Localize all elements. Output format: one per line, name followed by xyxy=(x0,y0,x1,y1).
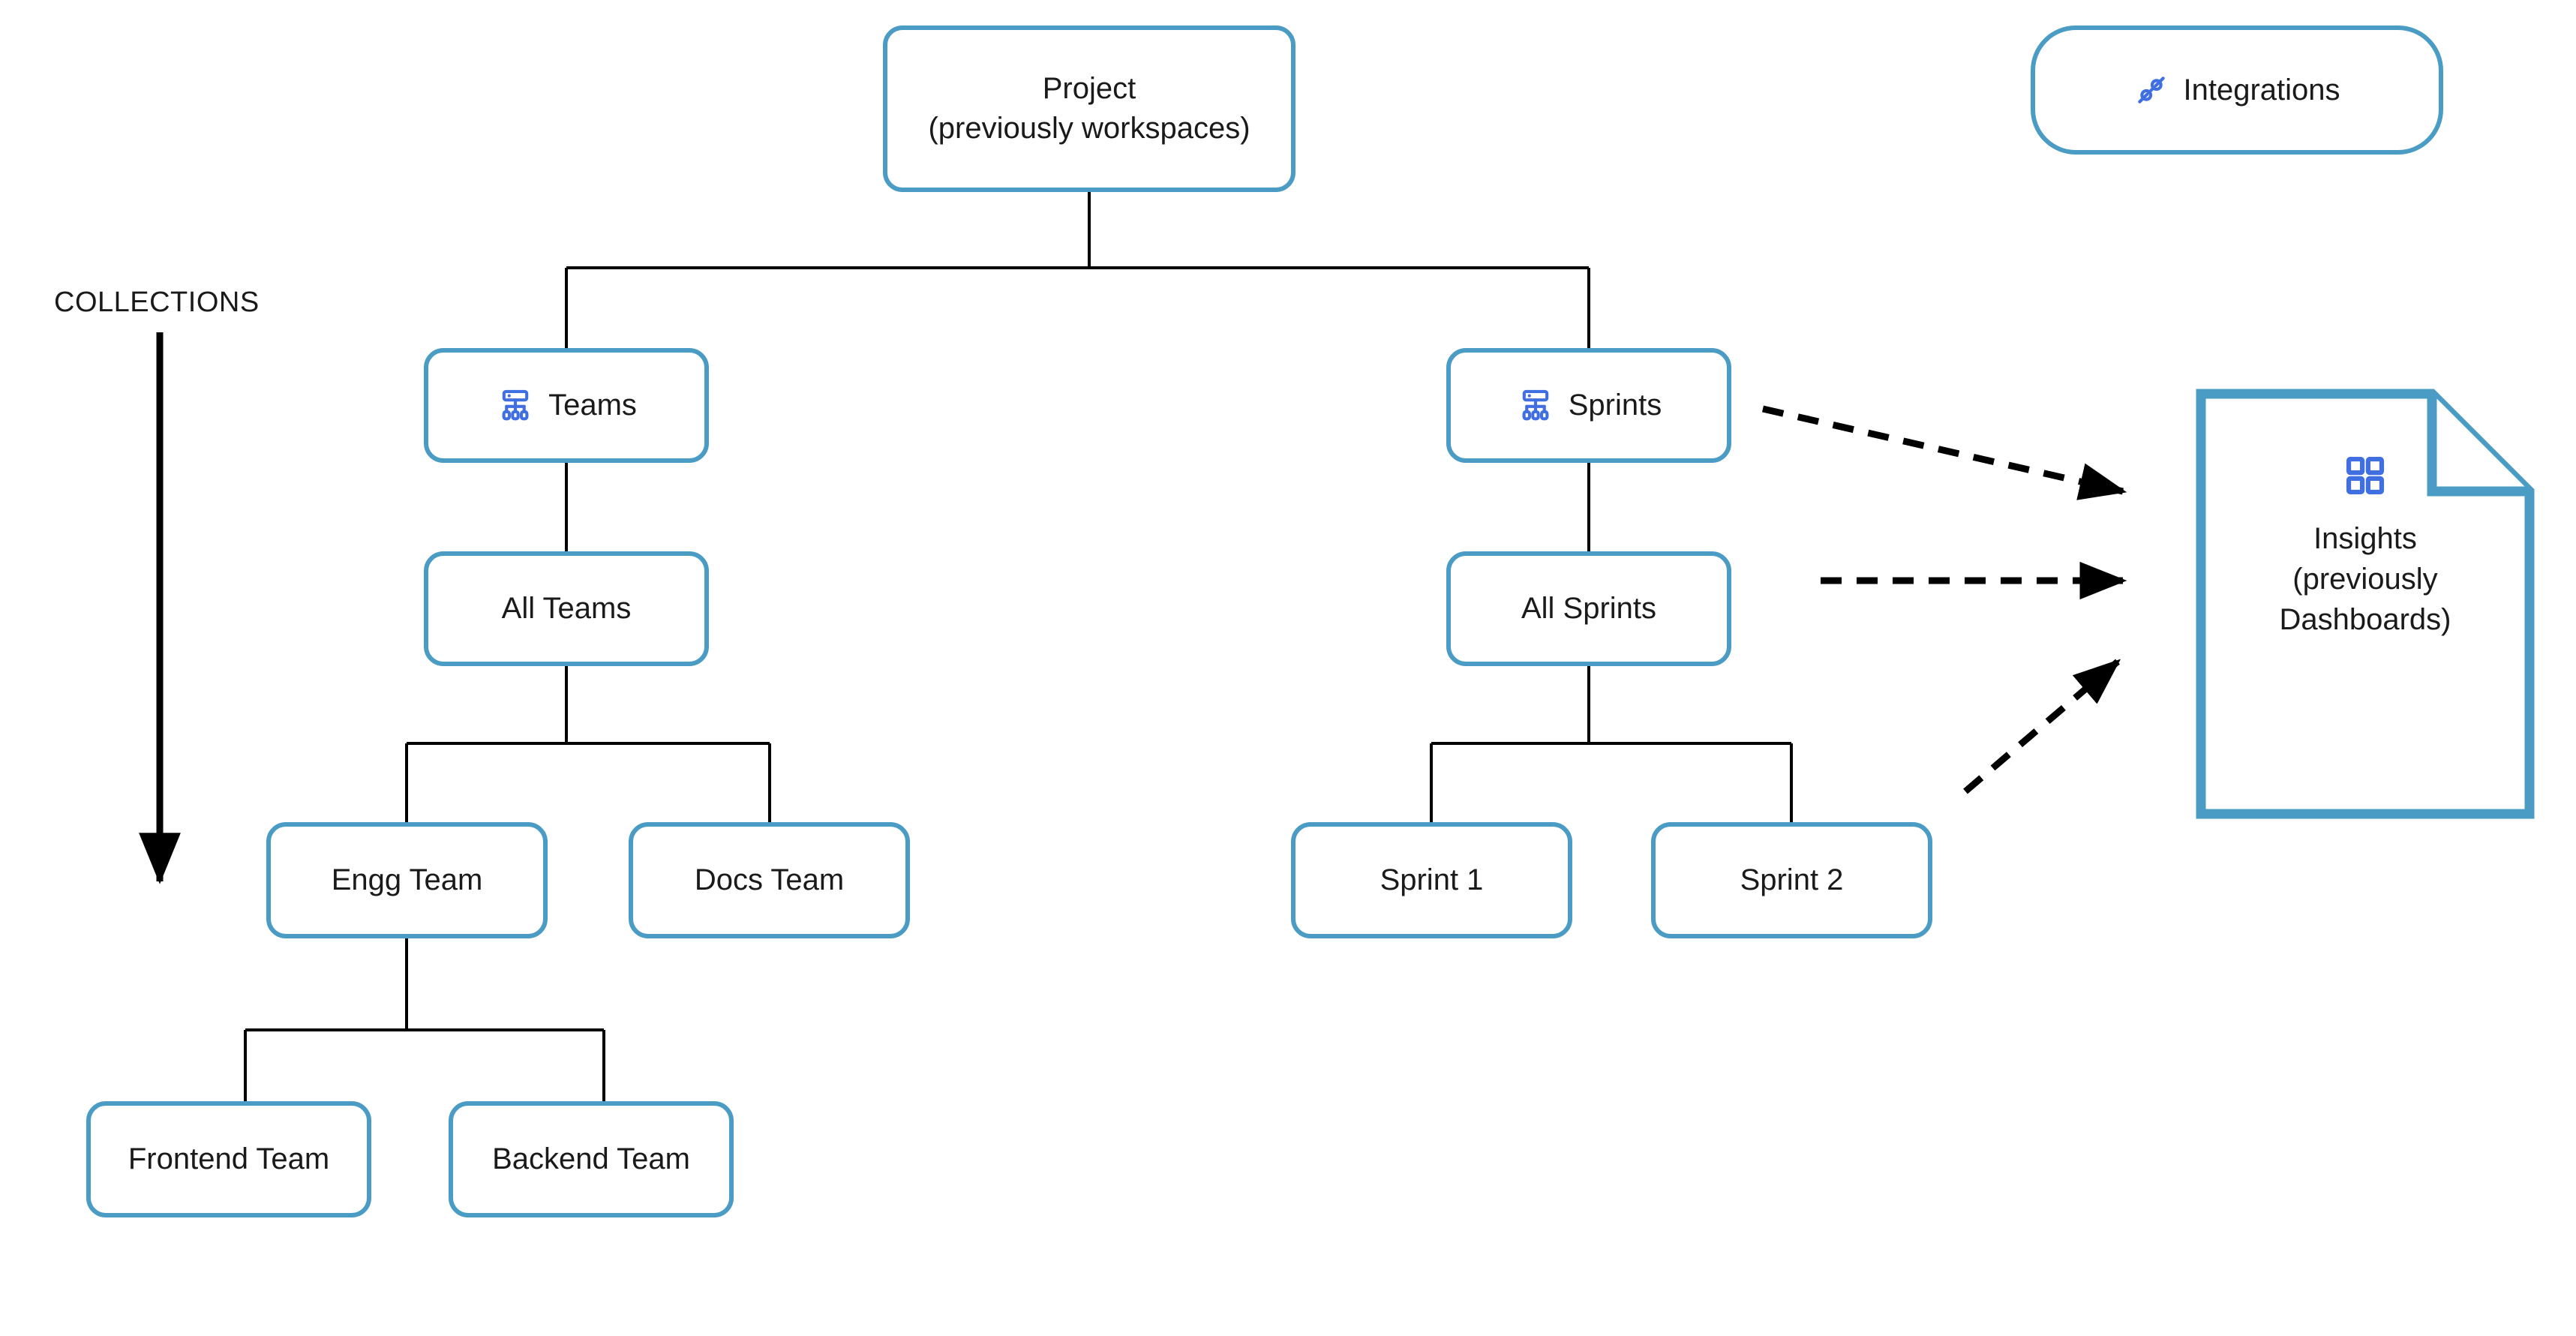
dashed-edges-to-insights xyxy=(1761,405,2127,794)
node-frontend-team[interactable]: Frontend Team xyxy=(86,1101,371,1217)
node-sprint-2-label: Sprint 2 xyxy=(1740,863,1844,897)
node-project[interactable]: Project (previously workspaces) xyxy=(883,26,1296,192)
node-all-teams-label: All Teams xyxy=(501,592,632,626)
node-insights-label: Insights (previously Dashboards) xyxy=(2279,522,2451,636)
edge-all-sprints-to-sprints xyxy=(1430,666,1793,822)
node-docs-team-label: Docs Team xyxy=(694,863,845,897)
node-sprint-2[interactable]: Sprint 2 xyxy=(1651,822,1932,938)
hierarchy-icon xyxy=(496,386,535,425)
plug-connector-icon xyxy=(2133,72,2169,108)
node-docs-team[interactable]: Docs Team xyxy=(629,822,910,938)
node-teams[interactable]: Teams xyxy=(424,348,709,463)
node-engg-team-label: Engg Team xyxy=(331,863,483,897)
node-all-sprints[interactable]: All Sprints xyxy=(1446,551,1731,666)
node-sprint-1[interactable]: Sprint 1 xyxy=(1291,822,1572,938)
node-sprint-1-label: Sprint 1 xyxy=(1380,863,1484,897)
node-integrations-label: Integrations xyxy=(2183,73,2340,107)
dashboard-grid-icon xyxy=(2342,452,2388,499)
node-all-sprints-label: All Sprints xyxy=(1521,592,1657,626)
node-backend-team-label: Backend Team xyxy=(492,1142,690,1176)
hierarchy-icon xyxy=(1516,386,1555,425)
node-all-teams[interactable]: All Teams xyxy=(424,551,709,666)
collections-label: COLLECTIONS xyxy=(54,287,260,318)
edge-engg-to-fe-be xyxy=(244,938,605,1101)
dashed-edge-sprint2-insights xyxy=(1963,659,2121,794)
dashed-edge-sprints-insights xyxy=(1761,405,2127,500)
node-insights[interactable]: Insights (previously Dashboards) xyxy=(2201,394,2529,814)
node-engg-team[interactable]: Engg Team xyxy=(266,822,548,938)
edge-all-teams-to-subteams xyxy=(405,666,771,822)
edge-project-to-children xyxy=(565,192,1590,348)
node-frontend-team-label: Frontend Team xyxy=(128,1142,330,1176)
node-sprints[interactable]: Sprints xyxy=(1446,348,1731,463)
node-sprints-label: Sprints xyxy=(1568,389,1662,422)
node-teams-label: Teams xyxy=(548,389,637,422)
node-backend-team[interactable]: Backend Team xyxy=(449,1101,734,1217)
node-project-label: Project (previously workspaces) xyxy=(928,72,1250,145)
node-integrations[interactable]: Integrations xyxy=(2031,26,2443,155)
